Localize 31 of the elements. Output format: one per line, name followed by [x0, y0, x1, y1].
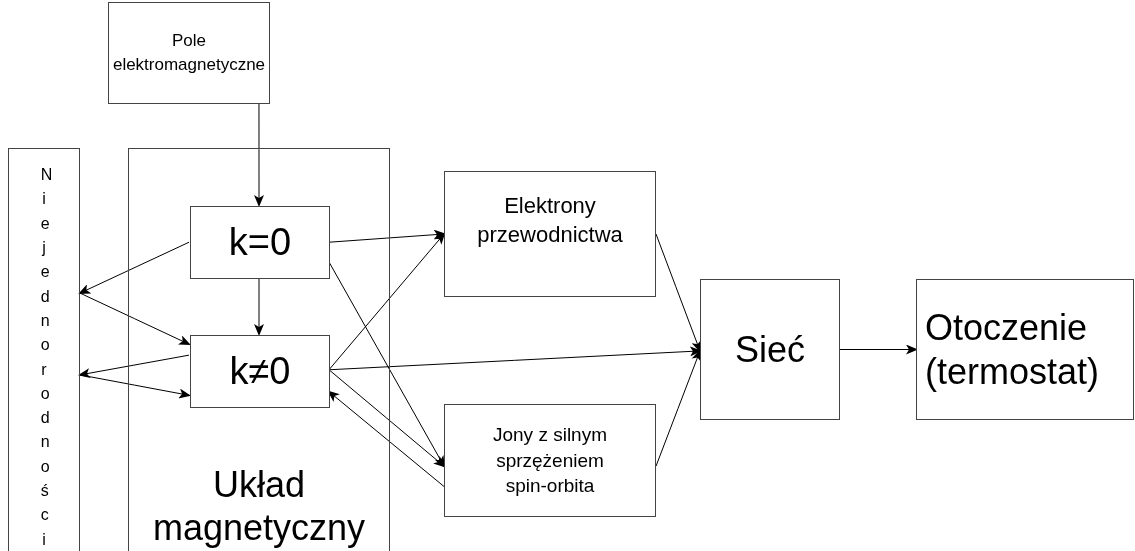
process-box — [444, 404, 656, 517]
process-box — [700, 279, 840, 420]
box-label: Pole elektromagnetyczne — [111, 30, 267, 76]
box-label: k≠0 — [229, 348, 291, 394]
arrow — [254, 103, 264, 207]
arrow — [655, 233, 702, 353]
arrow — [839, 344, 918, 355]
box-label: k=0 — [228, 219, 292, 265]
arrow — [328, 369, 446, 468]
group-box — [128, 148, 390, 551]
process-box — [916, 279, 1134, 420]
vertical-text-band — [8, 148, 80, 551]
box-label: Elektrony przewodnictwa — [476, 192, 624, 249]
arrow — [655, 349, 702, 467]
arrow — [78, 241, 190, 294]
arrow — [79, 374, 191, 399]
arrow — [254, 277, 264, 336]
vertical-label: Niejednorodności — [39, 165, 52, 550]
arrow — [79, 292, 191, 346]
arrow — [328, 232, 446, 371]
process-box — [108, 2, 270, 104]
process-box — [190, 335, 330, 408]
arrow — [328, 346, 702, 371]
arrow — [328, 229, 446, 243]
process-box — [190, 206, 330, 279]
box-label: Otoczenie (termostat) — [925, 306, 1101, 393]
box-label: Jony z silnym sprzężeniem spin-orbita — [492, 423, 608, 499]
process-box — [444, 171, 656, 297]
box-label: Sieć — [735, 327, 805, 372]
box-label: Układ magnetyczny — [151, 462, 367, 549]
arrow — [78, 354, 190, 379]
